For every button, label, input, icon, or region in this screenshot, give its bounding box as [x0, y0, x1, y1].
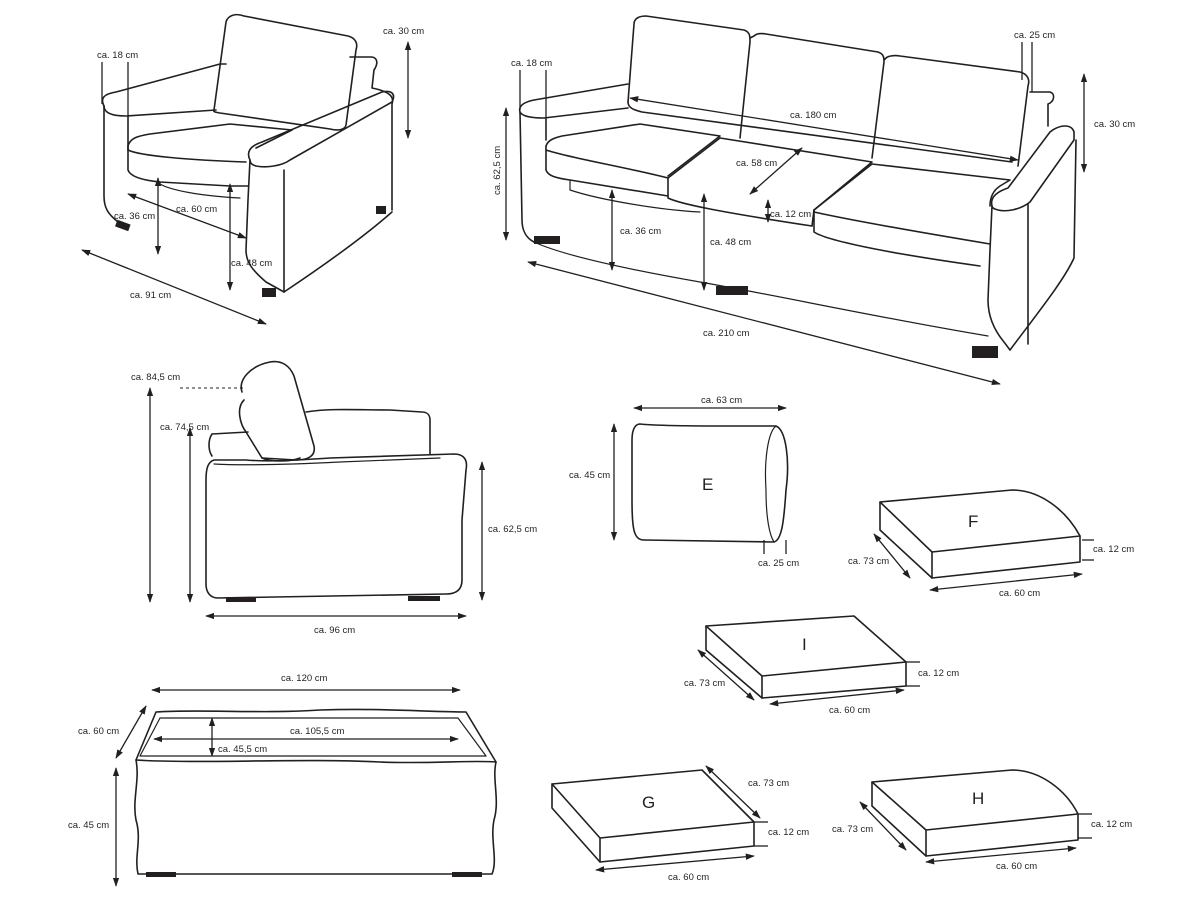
label-table-inner-depth: ca. 45,5 cm: [218, 744, 267, 755]
label-table-depth: ca. 60 cm: [78, 726, 119, 737]
label-table-width: ca. 120 cm: [281, 673, 328, 684]
cushion-g-dimensions: [595, 765, 768, 873]
label-sofa-armrest: ca. 18 cm: [511, 58, 552, 69]
cushion-i-dimensions: [697, 649, 920, 707]
label-g-width: ca. 60 cm: [668, 872, 709, 883]
sofa-dimensions: [502, 42, 1088, 386]
label-f-depth: ca. 73 cm: [848, 556, 889, 567]
label-sofa-width: ca. 210 cm: [703, 328, 750, 339]
cushion-e-drawing: [631, 423, 789, 543]
label-e-width: ca. 63 cm: [701, 395, 742, 406]
label-side-total-height: ca. 84,5 cm: [131, 372, 180, 383]
label-i-width: ca. 60 cm: [829, 705, 870, 716]
label-side-height-62: ca. 62,5 cm: [488, 524, 537, 535]
label-table-height: ca. 45 cm: [68, 820, 109, 831]
label-sofa-inner-width: ca. 180 cm: [790, 110, 837, 121]
label-h-width: ca. 60 cm: [996, 861, 1037, 872]
label-sofa-height: ca. 62,5 cm: [492, 146, 503, 195]
label-f-width: ca. 60 cm: [999, 588, 1040, 599]
label-arm-back-cushion: ca. 30 cm: [383, 26, 424, 37]
label-i-letter: I: [802, 635, 807, 654]
label-arm-seat-width: ca. 60 cm: [176, 204, 217, 215]
label-sofa-back-depth: ca. 25 cm: [1014, 30, 1055, 41]
label-h-depth: ca. 73 cm: [832, 824, 873, 835]
label-f-thickness: ca. 12 cm: [1093, 544, 1134, 555]
label-e-depth: ca. 25 cm: [758, 558, 799, 569]
label-table-inner-width: ca. 105,5 cm: [290, 726, 344, 737]
label-f-letter: F: [968, 512, 978, 531]
label-sofa-seat-height: ca. 36 cm: [620, 226, 661, 237]
label-arm-height-48: ca. 48 cm: [231, 258, 272, 269]
armchair-dimensions: [81, 41, 412, 325]
side-view-dimensions: [146, 387, 486, 620]
table-drawing: [134, 708, 498, 877]
label-sofa-cushion-thickness: ca. 12 cm: [770, 209, 811, 220]
cushion-h-dimensions: [859, 801, 1092, 865]
label-i-depth: ca. 73 cm: [684, 678, 725, 689]
label-side-depth: ca. 96 cm: [314, 625, 355, 636]
cushion-e-dimensions: [610, 404, 787, 554]
label-arm-width: ca. 91 cm: [130, 290, 171, 301]
armchair-drawing: [101, 13, 395, 297]
label-arm-seat-height: ca. 36 cm: [114, 211, 155, 222]
label-g-letter: G: [642, 793, 655, 812]
label-g-depth: ca. 73 cm: [748, 778, 789, 789]
label-g-thickness: ca. 12 cm: [768, 827, 809, 838]
table-dimensions: [112, 686, 461, 887]
label-h-letter: H: [972, 789, 984, 808]
label-e-letter: E: [702, 475, 713, 494]
label-arm-armrest: ca. 18 cm: [97, 50, 138, 61]
label-i-thickness: ca. 12 cm: [918, 668, 959, 679]
label-h-thickness: ca. 12 cm: [1091, 819, 1132, 830]
label-sofa-back-height: ca. 30 cm: [1094, 119, 1135, 130]
side-view-drawing: [205, 360, 468, 602]
label-side-height-74: ca. 74,5 cm: [160, 422, 209, 433]
label-sofa-height-48: ca. 48 cm: [710, 237, 751, 248]
label-e-height: ca. 45 cm: [569, 470, 610, 481]
sofa-drawing: [518, 15, 1077, 358]
cushion-f-dimensions: [873, 533, 1094, 593]
cushion-f-drawing: [879, 489, 1081, 579]
label-sofa-seat-depth: ca. 58 cm: [736, 158, 777, 169]
cushion-h-drawing: [871, 769, 1079, 857]
cushion-i-drawing: [705, 615, 907, 699]
